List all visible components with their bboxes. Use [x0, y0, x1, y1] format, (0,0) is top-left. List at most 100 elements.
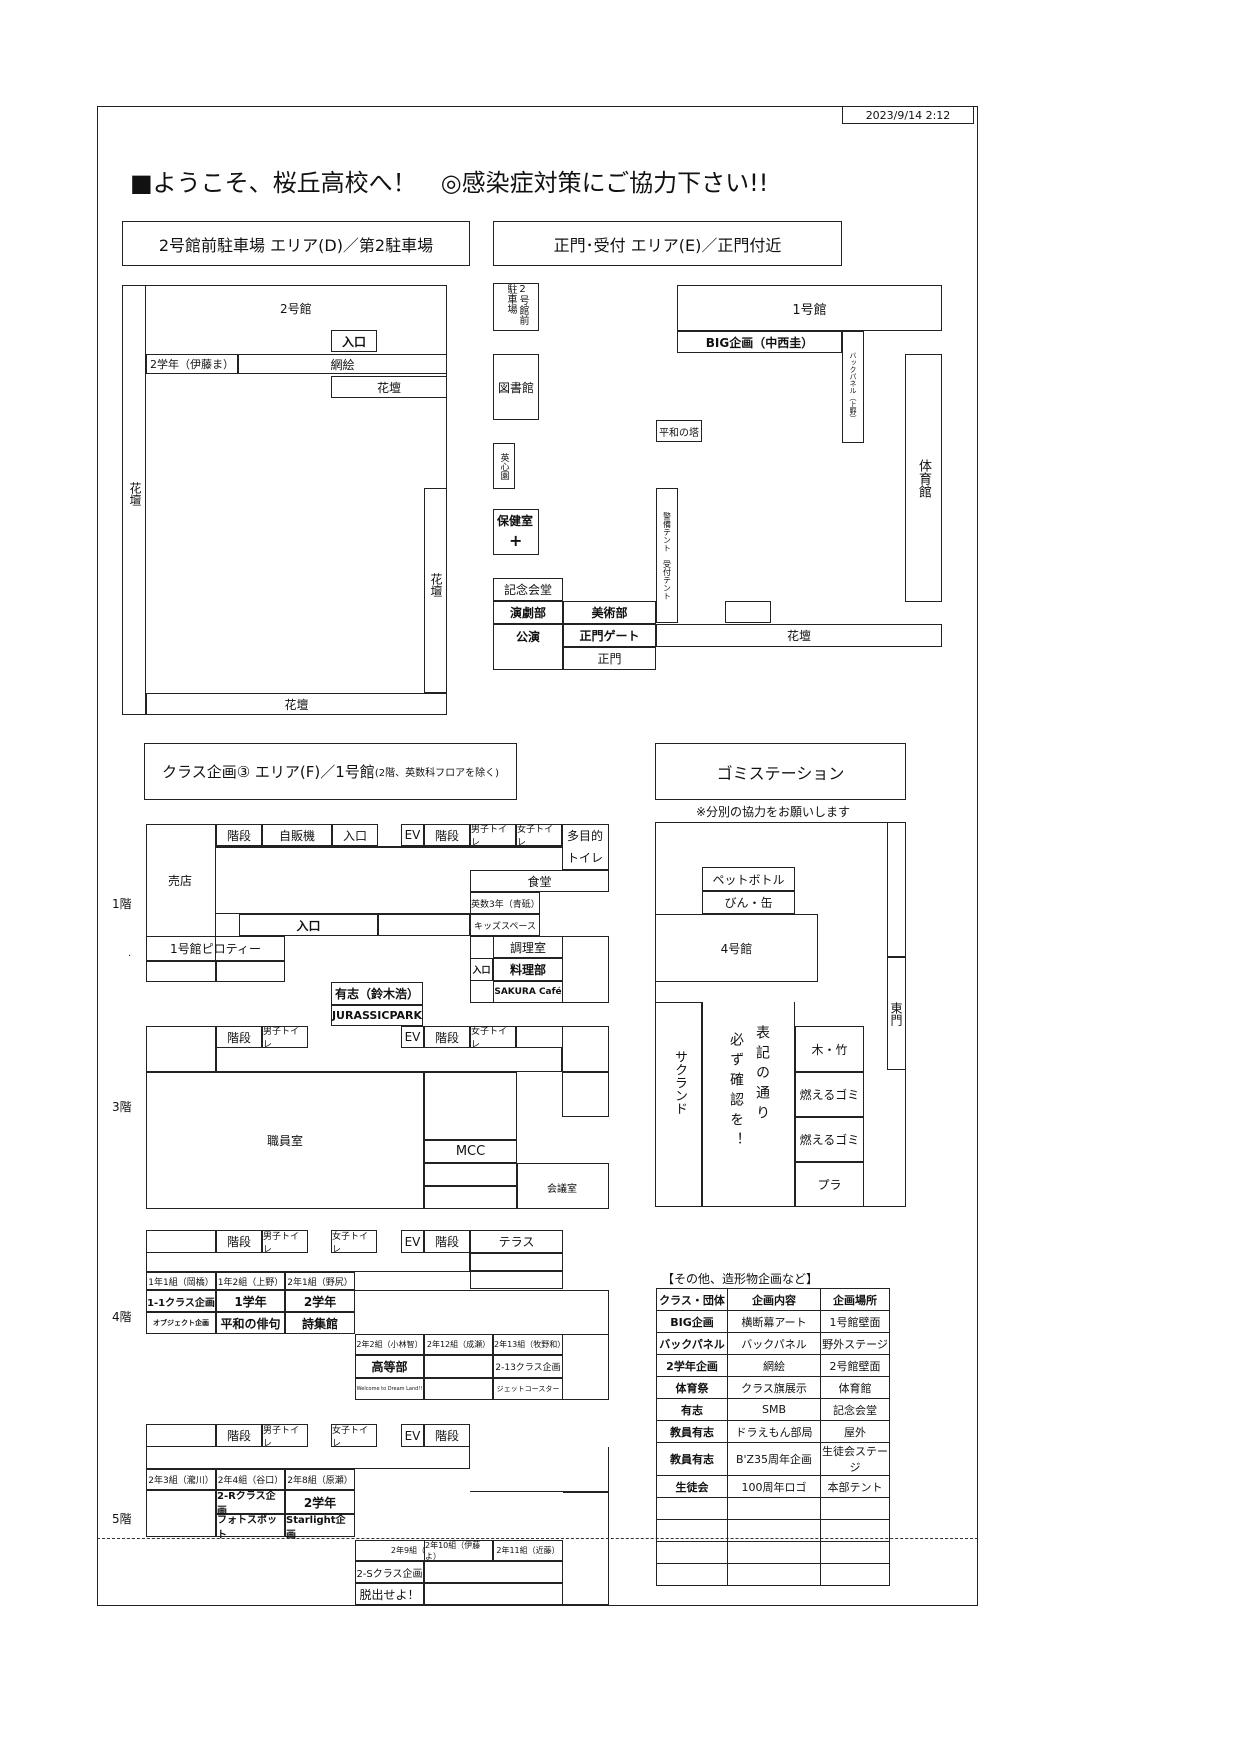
table-cell: 教員有志 — [656, 1442, 728, 1476]
gomi-burn1: 燃えるゴミ — [795, 1072, 864, 1117]
f5-right-top — [470, 1447, 609, 1492]
f5-s2 — [424, 1561, 563, 1583]
f1-entrance-top: 入口 — [332, 824, 378, 846]
section-f-note: (2階、英数科フロアを除く) — [374, 768, 499, 779]
table-row — [656, 1541, 890, 1564]
f1-jurassic: JURASSICPARK — [331, 1005, 423, 1026]
f1-kids: キッズスペース — [470, 914, 540, 936]
f4-stairs2: 階段 — [424, 1230, 470, 1253]
flower-right — [424, 488, 447, 693]
table-cell: BIG企画 — [656, 1310, 728, 1333]
gomi-pet: ペットボトル — [702, 867, 795, 891]
f5-s1: 2-Sクラス企画 — [355, 1561, 424, 1583]
f1-entrance2: 入口 — [470, 958, 493, 981]
f1-ev: EV — [401, 824, 424, 846]
table-cell: 2学年企画 — [656, 1354, 728, 1377]
table-cell: ドラえもん部局 — [727, 1420, 821, 1443]
f4-left — [146, 1230, 216, 1253]
e-flower: 花壇 — [656, 624, 942, 647]
table-cell: 横断幕アート — [727, 1310, 821, 1333]
f3-mcc: MCC — [424, 1140, 517, 1163]
table-cell: 100周年ロゴ — [727, 1475, 821, 1498]
f5-x2 — [424, 1583, 563, 1605]
table-cell: SMB — [727, 1398, 821, 1421]
floor-3-label: 3階 — [112, 1100, 132, 1114]
f4-female: 女子トイレ — [331, 1230, 377, 1255]
f1-stairs: 階段 — [216, 824, 262, 846]
flower-left — [122, 285, 146, 715]
f1-piloti-r — [216, 961, 285, 982]
f1-shop: 売店 — [168, 874, 193, 888]
e-big: BIG企画（中西圭） — [677, 331, 842, 353]
flower-right-label: 花壇 — [429, 573, 443, 597]
f1-piloti: 1号館ピロティー — [146, 936, 285, 961]
table-cell: クラス旗展示 — [727, 1376, 821, 1399]
f4-d1: 2年2組（小林智） — [355, 1334, 424, 1355]
gomi-wood: 木・竹 — [795, 1026, 864, 1072]
table-cell: 野外ステージ — [820, 1332, 890, 1355]
f3-room — [424, 1072, 517, 1140]
f4-w2 — [424, 1378, 493, 1400]
page-title: ■ようこそ、桜丘高校へ！ ◎感染症対策にご協力下さい!! — [130, 169, 769, 197]
e-tent: 警備テント 受付テント — [656, 488, 678, 623]
f4-stairs: 階段 — [216, 1230, 262, 1253]
f3-staff: 職員室 — [146, 1072, 424, 1209]
f1-entrance: 入口 — [239, 914, 378, 936]
table-cell — [820, 1541, 890, 1564]
f1-ryori: 料理部 — [493, 958, 563, 981]
e-kinen: 記念会堂 — [493, 578, 563, 601]
table-cell: 教員有志 — [656, 1420, 728, 1443]
f3-meeting-box — [517, 1163, 609, 1209]
f1-vending: 自販機 — [262, 824, 332, 846]
table-cell: 有志 — [656, 1398, 728, 1421]
f3-corridor — [216, 1048, 562, 1072]
table-row: 体育祭クラス旗展示体育館 — [656, 1376, 890, 1399]
table-cell — [727, 1519, 821, 1542]
e-parking: 2号館前駐車場 — [493, 283, 539, 331]
f5-stairs2: 階段 — [424, 1424, 470, 1447]
f1-chori: 調理室 — [493, 936, 563, 958]
f5-stairs: 階段 — [216, 1424, 262, 1447]
f4-right — [563, 1334, 609, 1400]
table-cell: 生徒会ステージ — [820, 1442, 890, 1476]
f3-box-b — [562, 1072, 609, 1117]
gomi-burn2: 燃えるゴミ — [795, 1117, 864, 1162]
e-gym: 体育館 — [905, 354, 942, 602]
f4-o1: オブジェクト企画 — [146, 1312, 216, 1334]
floor-5-label: 5階 — [112, 1512, 132, 1526]
gomi-wall-top — [887, 822, 906, 957]
f4-open — [355, 1290, 609, 1334]
d-class: 2学年（伊藤ま） — [146, 354, 238, 374]
section-gomi-header: ゴミステーション — [655, 743, 906, 800]
bldg2-label: 2号館 — [280, 302, 312, 316]
e-engeki: 演劇部 — [493, 601, 563, 624]
gomi-hyoki: 表記の通り — [754, 1025, 770, 1125]
e-eishin: 英心園 — [493, 443, 515, 489]
f3-blank-tr — [516, 1026, 563, 1048]
f4-k3: 2学年 — [285, 1290, 355, 1312]
f1-cafeteria: 食堂 — [470, 870, 609, 892]
table-cell — [656, 1519, 728, 1542]
f4-w1: Welcome to Dream Land!! — [355, 1378, 424, 1400]
table-cell: 2号館壁面 — [820, 1354, 890, 1377]
table-cell — [820, 1497, 890, 1520]
f1-corridor-line — [216, 846, 562, 848]
f1-male: 男子トイレ — [470, 824, 516, 848]
f5-b1 — [146, 1490, 216, 1537]
e-bijutsu: 美術部 — [563, 601, 656, 624]
d-ami: 網絵 — [238, 354, 447, 374]
gomi-kakunin: 必ず確認を！ — [728, 1032, 744, 1152]
gomi-bldg4: 4号館 — [655, 914, 818, 982]
f5-p2: フォトスポット — [216, 1514, 285, 1541]
e-library: 図書館 — [493, 354, 539, 420]
table-cell: 網絵 — [727, 1354, 821, 1377]
table-row — [656, 1563, 890, 1586]
f5-left — [146, 1424, 216, 1447]
f4-t2 — [470, 1253, 563, 1271]
f3-sub1 — [424, 1163, 517, 1186]
page-frame — [97, 106, 978, 1606]
